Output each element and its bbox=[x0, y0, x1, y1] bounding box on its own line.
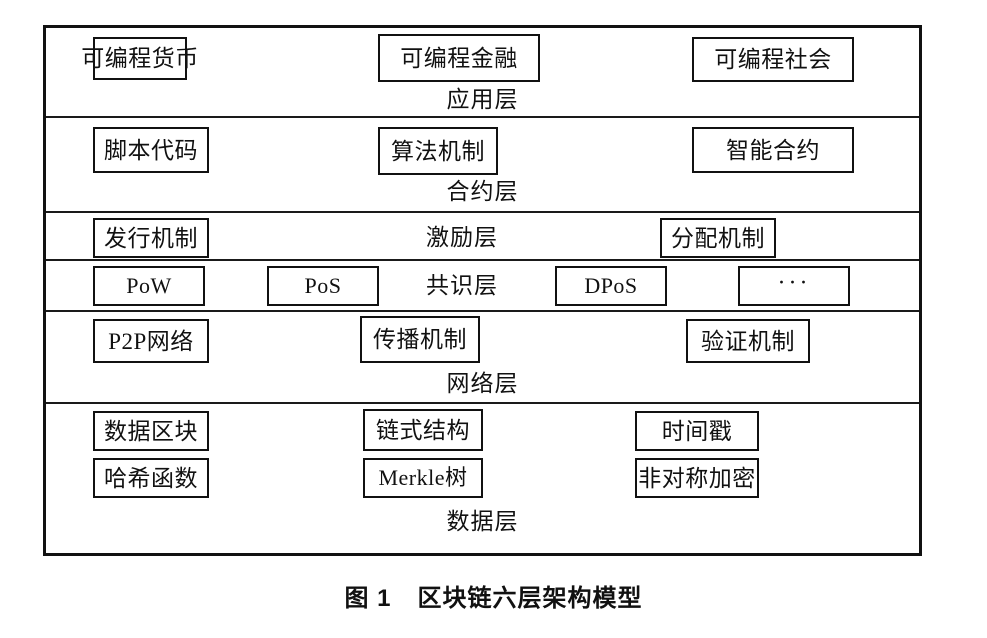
figure-caption: 图 1 区块链六层架构模型 bbox=[0, 578, 987, 613]
node-smart-contract: 智能合约 bbox=[692, 127, 854, 173]
node-programmable-currency: 可编程货币 bbox=[81, 37, 198, 80]
node-asymmetric-encryption: 非对称加密 bbox=[635, 458, 759, 498]
node-programmable-society: 可编程社会 bbox=[692, 37, 854, 82]
architecture-diagram-frame: 可编程货币 可编程金融 可编程社会 应用层 脚本代码 算法机制 智能合约 合约层… bbox=[43, 25, 922, 556]
node-propagation-mechanism: 传播机制 bbox=[360, 316, 480, 363]
layer-label-consensus: 共识层 bbox=[426, 273, 498, 298]
layer-label-data: 数据层 bbox=[446, 509, 519, 534]
node-merkle-tree: Merkle树 bbox=[363, 458, 483, 498]
node-script-code: 脚本代码 bbox=[93, 127, 209, 173]
layer-consensus: PoW PoS 共识层 DPoS ··· bbox=[46, 259, 919, 310]
node-programmable-finance: 可编程金融 bbox=[378, 34, 540, 82]
node-verification-mechanism: 验证机制 bbox=[686, 319, 810, 363]
node-timestamp: 时间戳 bbox=[635, 411, 759, 451]
layer-contract: 脚本代码 算法机制 智能合约 合约层 bbox=[46, 116, 919, 211]
layer-label-application: 应用层 bbox=[446, 87, 519, 112]
node-chain-structure: 链式结构 bbox=[363, 409, 483, 451]
layer-label-incentive: 激励层 bbox=[426, 225, 498, 250]
node-distribution-mechanism: 分配机制 bbox=[660, 218, 776, 258]
figure-caption-label: 图 1 bbox=[344, 585, 392, 612]
node-pos: PoS bbox=[267, 266, 379, 306]
layer-incentive: 发行机制 激励层 分配机制 bbox=[46, 211, 919, 259]
node-algorithm-mechanism: 算法机制 bbox=[378, 127, 498, 175]
node-dpos: DPoS bbox=[555, 266, 667, 306]
figure-caption-title: 区块链六层架构模型 bbox=[417, 585, 643, 612]
layer-label-network: 网络层 bbox=[446, 371, 519, 396]
node-data-block: 数据区块 bbox=[93, 411, 209, 451]
layer-label-contract: 合约层 bbox=[446, 179, 519, 204]
layer-network: P2P网络 传播机制 验证机制 网络层 bbox=[46, 310, 919, 402]
node-issuance-mechanism: 发行机制 bbox=[93, 218, 209, 258]
layer-application: 可编程货币 可编程金融 可编程社会 应用层 bbox=[46, 28, 919, 116]
node-hash-function: 哈希函数 bbox=[93, 458, 209, 498]
node-pow: PoW bbox=[93, 266, 205, 306]
node-p2p-network: P2P网络 bbox=[93, 319, 209, 363]
node-ellipsis: ··· bbox=[738, 266, 850, 306]
layer-data: 数据区块 链式结构 时间戳 哈希函数 Merkle树 非对称加密 数据层 bbox=[46, 402, 919, 553]
